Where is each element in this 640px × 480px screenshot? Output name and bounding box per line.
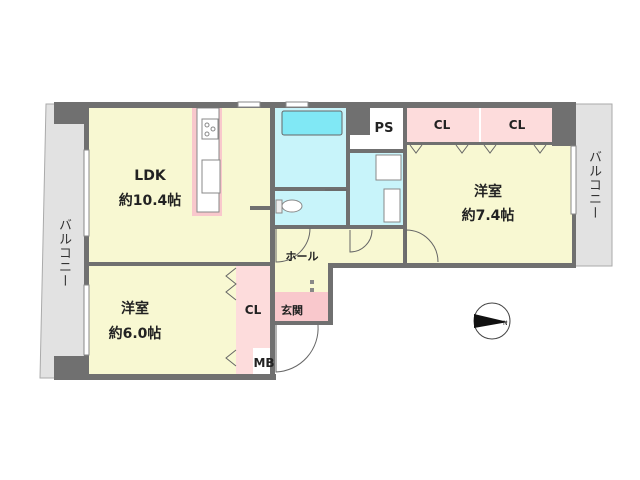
stove-icon (201, 118, 219, 140)
sink-icon (201, 159, 221, 194)
closet-right-2-label: CL (509, 118, 526, 132)
hall-label: ホール (286, 250, 319, 263)
balcony-right (573, 103, 613, 267)
bedroom-right-size: 約7.4帖 (462, 207, 515, 224)
meter-box (253, 348, 272, 376)
pipe-space-label: PS (375, 121, 394, 136)
toilet-icon (281, 199, 303, 213)
ldk-floor (88, 107, 272, 264)
closet-left-label: CL (245, 303, 262, 317)
entrance-label: 玄関 (281, 303, 303, 317)
bathtub (281, 110, 343, 136)
closet-right-1 (406, 107, 479, 144)
closet-right-2 (481, 107, 552, 144)
balcony-left-label: バルコニー (56, 218, 71, 288)
hall-floor-2 (274, 264, 330, 292)
meter-box-label: MB (253, 356, 274, 370)
closet-right-1-label: CL (434, 118, 451, 132)
washbasin-icon (383, 188, 401, 223)
svg-text:N: N (503, 320, 508, 327)
hall-floor (274, 228, 406, 264)
bedroom-left-floor (88, 265, 236, 376)
bedroom-right-label: 洋室 (474, 183, 502, 200)
washer-icon (375, 154, 402, 181)
ldk-size: 約10.4帖 (119, 192, 182, 209)
bedroom-left-size: 約6.0帖 (109, 325, 162, 342)
ldk-label: LDK (134, 168, 167, 184)
bedroom-left-label: 洋室 (121, 300, 149, 317)
balcony-right-label: バルコニー (586, 150, 601, 220)
entrance-floor (274, 292, 330, 322)
north-arrow-icon: N (473, 302, 511, 340)
bedroom-right-floor (406, 144, 574, 265)
